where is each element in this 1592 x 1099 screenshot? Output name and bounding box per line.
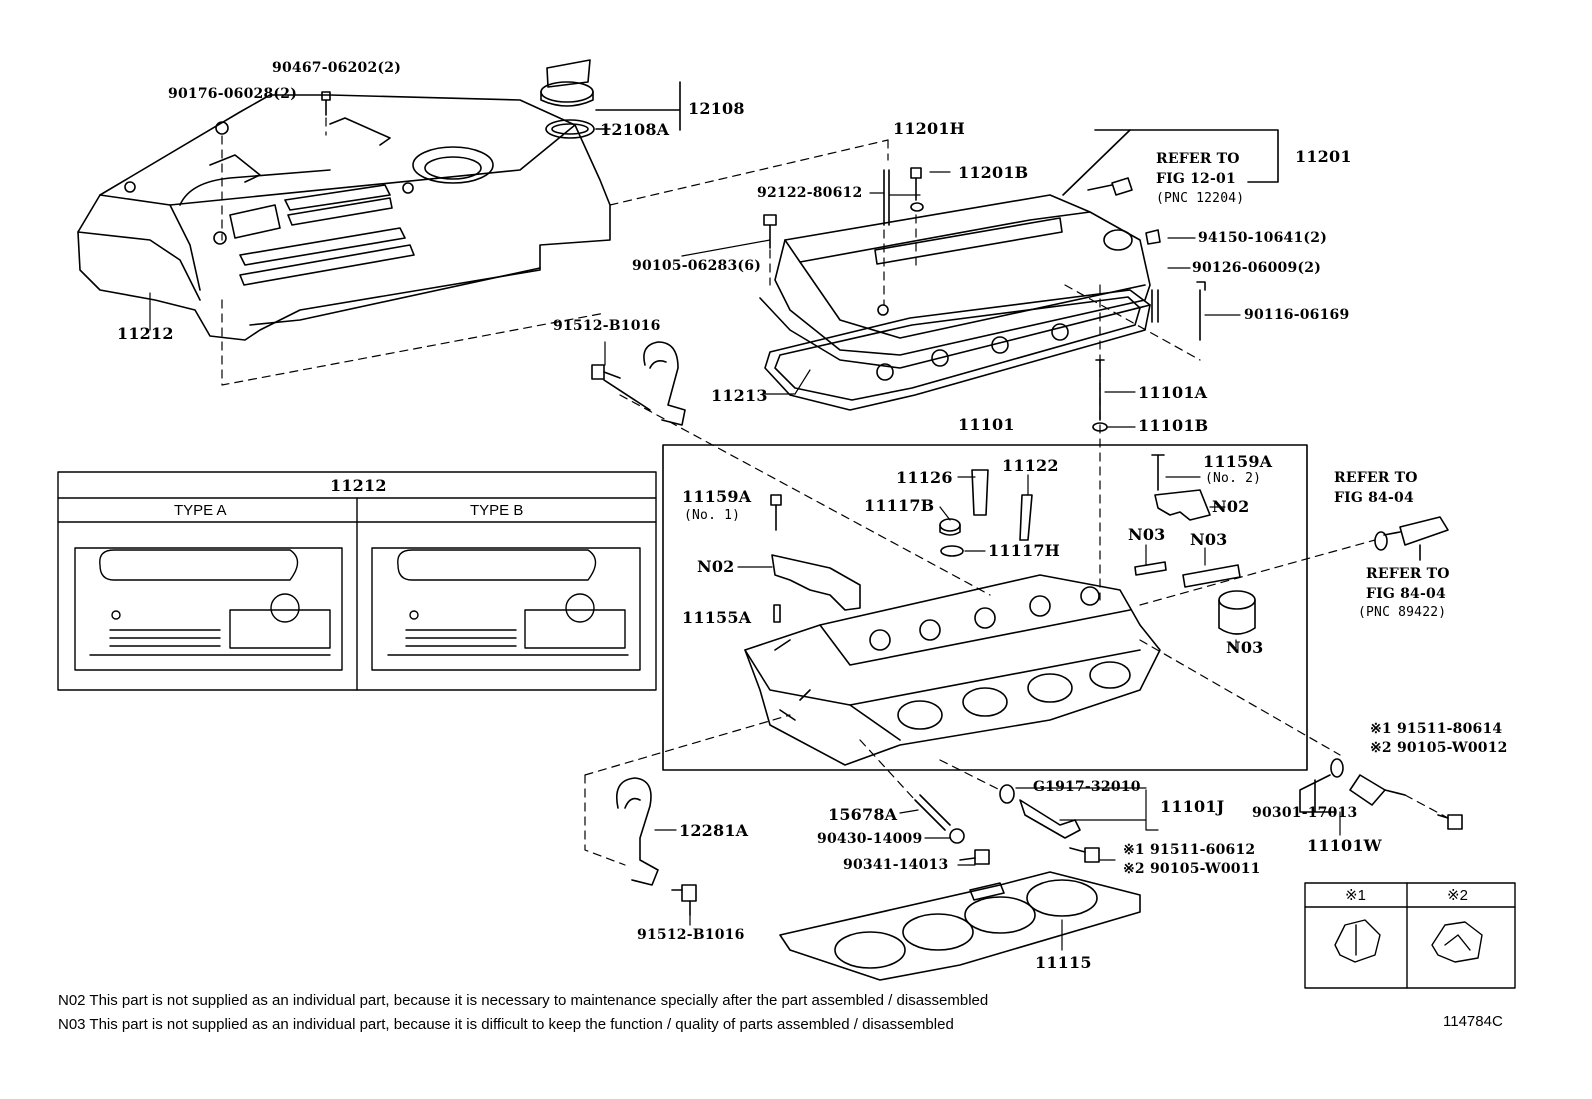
label-no1: (No. 1) <box>684 508 741 523</box>
label-11117B: 11117B <box>864 496 935 515</box>
label-92122: 92122-80612 <box>757 185 863 201</box>
note-N03: N03 This part is not supplied as an indi… <box>58 1016 954 1033</box>
type-a-label: TYPE A <box>174 502 227 519</box>
refer-1-line-1: REFER TO <box>1156 151 1240 167</box>
cylinder-head-box <box>662 444 1308 771</box>
label-11122: 11122 <box>1002 456 1059 475</box>
label-90105-06283: 90105-06283(6) <box>632 258 762 274</box>
label-91512-top: 91512-B1016 <box>553 318 661 334</box>
label-11159A-no2: 11159A <box>1203 452 1273 471</box>
leader-lines <box>149 171 1341 951</box>
refer-3-line-1: REFER TO <box>1366 566 1450 582</box>
label-90126: 90126-06009(2) <box>1192 260 1322 276</box>
engine-hanger-bottom-drawing <box>616 777 697 916</box>
label-N02-left: N02 <box>697 557 735 576</box>
label-G1917: G1917-32010 <box>1033 779 1141 795</box>
refer-2-line-1: REFER TO <box>1334 470 1418 486</box>
label-11101: 11101 <box>958 415 1015 434</box>
label-N02-right: N02 <box>1212 497 1250 516</box>
label-N03-b: N03 <box>1190 530 1228 549</box>
head-gasket-drawing <box>779 871 1141 981</box>
refer-2-line-2: FIG 84-04 <box>1334 490 1414 506</box>
label-90176: 90176-06028(2) <box>168 86 298 102</box>
label-11201H: 11201H <box>893 119 965 138</box>
label-90105-W0011: ※2 90105-W0011 <box>1123 861 1261 877</box>
type-b-label: TYPE B <box>470 502 524 519</box>
right-sensor-drawing <box>1374 516 1449 561</box>
label-91511-60612: ※1 91511-60612 <box>1123 842 1256 858</box>
label-11101J: 11101J <box>1160 797 1225 816</box>
label-11101B: 11101B <box>1138 416 1209 435</box>
label-11115: 11115 <box>1035 953 1092 972</box>
engine-cover-drawing <box>77 94 611 341</box>
refer-1-line-2: FIG 12-01 <box>1156 171 1236 187</box>
label-94150: 94150-10641(2) <box>1198 230 1328 246</box>
cam-sensor-guide <box>1404 794 1449 819</box>
head-cover-gasket-drawing <box>764 289 1151 411</box>
label-91512-bottom: 91512-B1016 <box>637 927 745 943</box>
lower-guide-lines <box>859 739 1001 801</box>
label-11159A-no1: 11159A <box>682 487 752 506</box>
label-90341: 90341-14013 <box>843 857 949 873</box>
cylinder-head-drawing <box>744 574 1161 766</box>
refer-3-line-3: (PNC 89422) <box>1358 605 1447 620</box>
hanger-guide-line-top <box>619 394 991 596</box>
label-15678A: 15678A <box>828 805 898 824</box>
label-11155A: 11155A <box>682 608 752 627</box>
mark-legend-box <box>1304 882 1516 989</box>
sensor-guide-lines <box>1139 539 1376 756</box>
mark-1-header: ※1 <box>1345 887 1366 904</box>
cover-guide-lines <box>221 117 889 386</box>
label-11126: 11126 <box>896 468 953 487</box>
type-box-title: 11212 <box>330 476 387 495</box>
label-90301: 90301-17013 <box>1252 805 1358 821</box>
lower-bolts <box>914 784 1100 865</box>
cover-type-box <box>57 471 657 691</box>
label-11101W: 11101W <box>1307 836 1382 855</box>
cylinder-head-cover-drawing <box>759 129 1279 369</box>
label-N03-c: N03 <box>1226 638 1264 657</box>
head-cover-guide-lines <box>769 139 1201 601</box>
label-12108: 12108 <box>688 99 745 118</box>
label-11101A: 11101A <box>1138 383 1208 402</box>
label-90467: 90467-06202(2) <box>272 60 402 76</box>
cover-bolts <box>215 91 331 135</box>
figure-id: 114784C <box>1443 1013 1503 1030</box>
refer-1-line-3: (PNC 12204) <box>1156 191 1245 206</box>
note-N02: N02 This part is not supplied as an indi… <box>58 992 989 1009</box>
label-91511-80614: ※1 91511-80614 <box>1370 721 1503 737</box>
refer-3-line-2: FIG 84-04 <box>1366 586 1446 602</box>
label-no2: (No. 2) <box>1205 471 1262 486</box>
label-12281A: 12281A <box>679 821 749 840</box>
label-11201: 11201 <box>1295 147 1352 166</box>
label-90105-W0012: ※2 90105-W0012 <box>1370 740 1508 756</box>
label-12108A: 12108A <box>600 120 670 139</box>
label-11117H: 11117H <box>988 541 1060 560</box>
label-11213: 11213 <box>711 386 768 405</box>
oil-filler-cap-drawing <box>540 59 681 139</box>
engine-hanger-top-drawing <box>591 341 686 426</box>
hanger-guide-line-bottom <box>584 714 791 866</box>
label-90430: 90430-14009 <box>817 831 923 847</box>
label-90116: 90116-06169 <box>1244 307 1350 323</box>
label-N03-a: N03 <box>1128 525 1166 544</box>
label-11212: 11212 <box>117 324 174 343</box>
mark-2-header: ※2 <box>1447 887 1468 904</box>
label-11201B: 11201B <box>958 163 1029 182</box>
